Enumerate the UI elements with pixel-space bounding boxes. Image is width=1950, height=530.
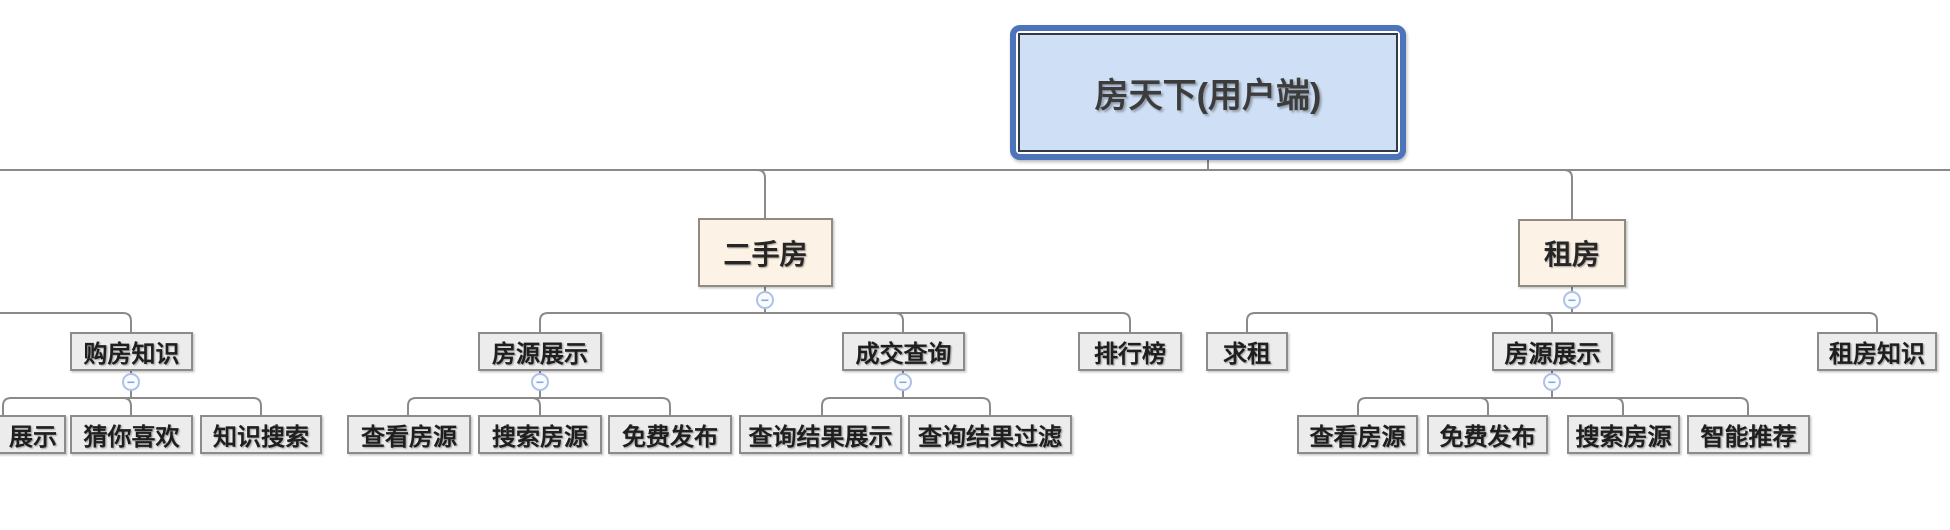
node-zufang[interactable]: 租房 (1518, 219, 1626, 287)
node-chaxun-jieguo-zhanshi[interactable]: 查询结果展示 (739, 415, 902, 454)
node-mianfei-fabu-left[interactable]: 免费发布 (608, 415, 732, 454)
root-label: 房天下(用户端) (1018, 33, 1398, 152)
node-chakan-fangyuan-left[interactable]: 查看房源 (347, 415, 471, 454)
node-goufang-zhishi[interactable]: 购房知识 (70, 332, 193, 371)
collapse-icon-ershoufang[interactable]: − (756, 291, 774, 309)
collapse-icon-zufang[interactable]: − (1563, 291, 1581, 309)
node-zhishi-sousuo[interactable]: 知识搜索 (200, 415, 322, 454)
node-ershoufang[interactable]: 二手房 (698, 218, 833, 287)
node-mianfei-fabu-right[interactable]: 免费发布 (1427, 415, 1548, 454)
collapse-icon-goufang-zhishi[interactable]: − (122, 373, 140, 391)
node-chengjiao-chaxun[interactable]: 成交查询 (842, 332, 965, 371)
node-fangyuan-zhanshi-left[interactable]: 房源展示 (478, 332, 602, 371)
node-zufang-zhishi[interactable]: 租房知识 (1817, 332, 1937, 371)
collapse-icon-chengjiao-chaxun[interactable]: − (894, 373, 912, 391)
node-fangyuan-zhanshi-right[interactable]: 房源展示 (1492, 332, 1613, 371)
node-sousuo-fangyuan-right[interactable]: 搜索房源 (1567, 415, 1680, 454)
node-paihangbang[interactable]: 排行榜 (1078, 332, 1182, 371)
collapse-icon-fangyuan-zhanshi-left[interactable]: − (531, 373, 549, 391)
node-cainixihuan[interactable]: 猜你喜欢 (70, 415, 193, 454)
node-chakan-fangyuan-right[interactable]: 查看房源 (1297, 415, 1418, 454)
node-zhanshi-clipped[interactable]: 展示 (0, 415, 66, 454)
node-zhineng-tuijian[interactable]: 智能推荐 (1687, 415, 1810, 454)
collapse-icon-fangyuan-zhanshi-right[interactable]: − (1543, 373, 1561, 391)
node-root-fangtianxia[interactable]: 房天下(用户端) (1010, 25, 1406, 160)
node-sousuo-fangyuan-left[interactable]: 搜索房源 (478, 415, 602, 454)
node-qiuzu[interactable]: 求租 (1206, 332, 1288, 371)
node-chaxun-jieguo-guolv[interactable]: 查询结果过滤 (908, 415, 1072, 454)
